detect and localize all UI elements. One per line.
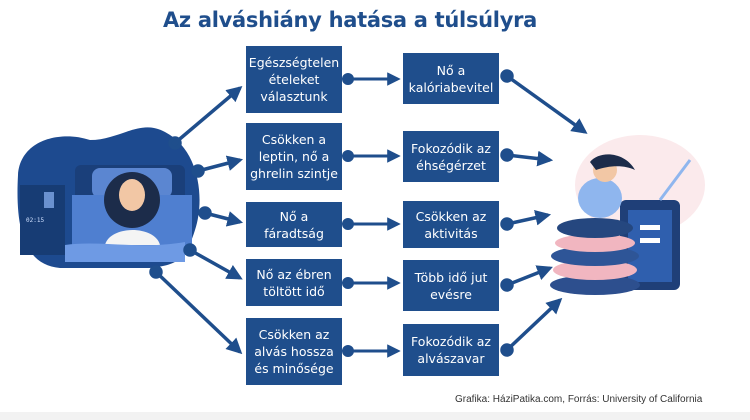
effect-box-eating-time: Több idő jut evésre xyxy=(403,260,499,311)
effect-box-hunger: Fokozódik az éhségérzet xyxy=(403,131,499,182)
arrows-right xyxy=(500,69,588,357)
cause-box-fatigue: Nő a fáradtság xyxy=(246,202,342,247)
arrows-middle xyxy=(342,72,401,358)
cause-box-awake-time: Nő az ébren töltött idő xyxy=(246,259,342,306)
effect-box-calorie-intake: Nő a kalóriabevitel xyxy=(403,53,499,104)
clock-text: 02:15 xyxy=(26,217,44,224)
overeating-woman-illustration xyxy=(550,135,705,295)
arrows-left xyxy=(149,85,244,355)
diagram-title: Az alváshiány hatása a túlsúlyra xyxy=(162,8,538,32)
cause-box-unhealthy-food: Egészségtelen ételeket választunk xyxy=(246,46,342,113)
cause-box-hormones: Csökken a leptin, nő a ghrelin szintje xyxy=(246,123,342,190)
effect-box-activity: Csökken az aktivitás xyxy=(403,201,499,248)
bottom-bar xyxy=(0,412,750,420)
cause-box-sleep-quality: Csökken az alvás hossza és minősége xyxy=(246,318,342,385)
source-credit: Grafika: HáziPatika.com, Forrás: Univers… xyxy=(455,394,703,405)
effect-box-sleep-disorder: Fokozódik az alvászavar xyxy=(403,324,499,376)
sleepless-woman-illustration: 02:15 xyxy=(17,127,200,268)
